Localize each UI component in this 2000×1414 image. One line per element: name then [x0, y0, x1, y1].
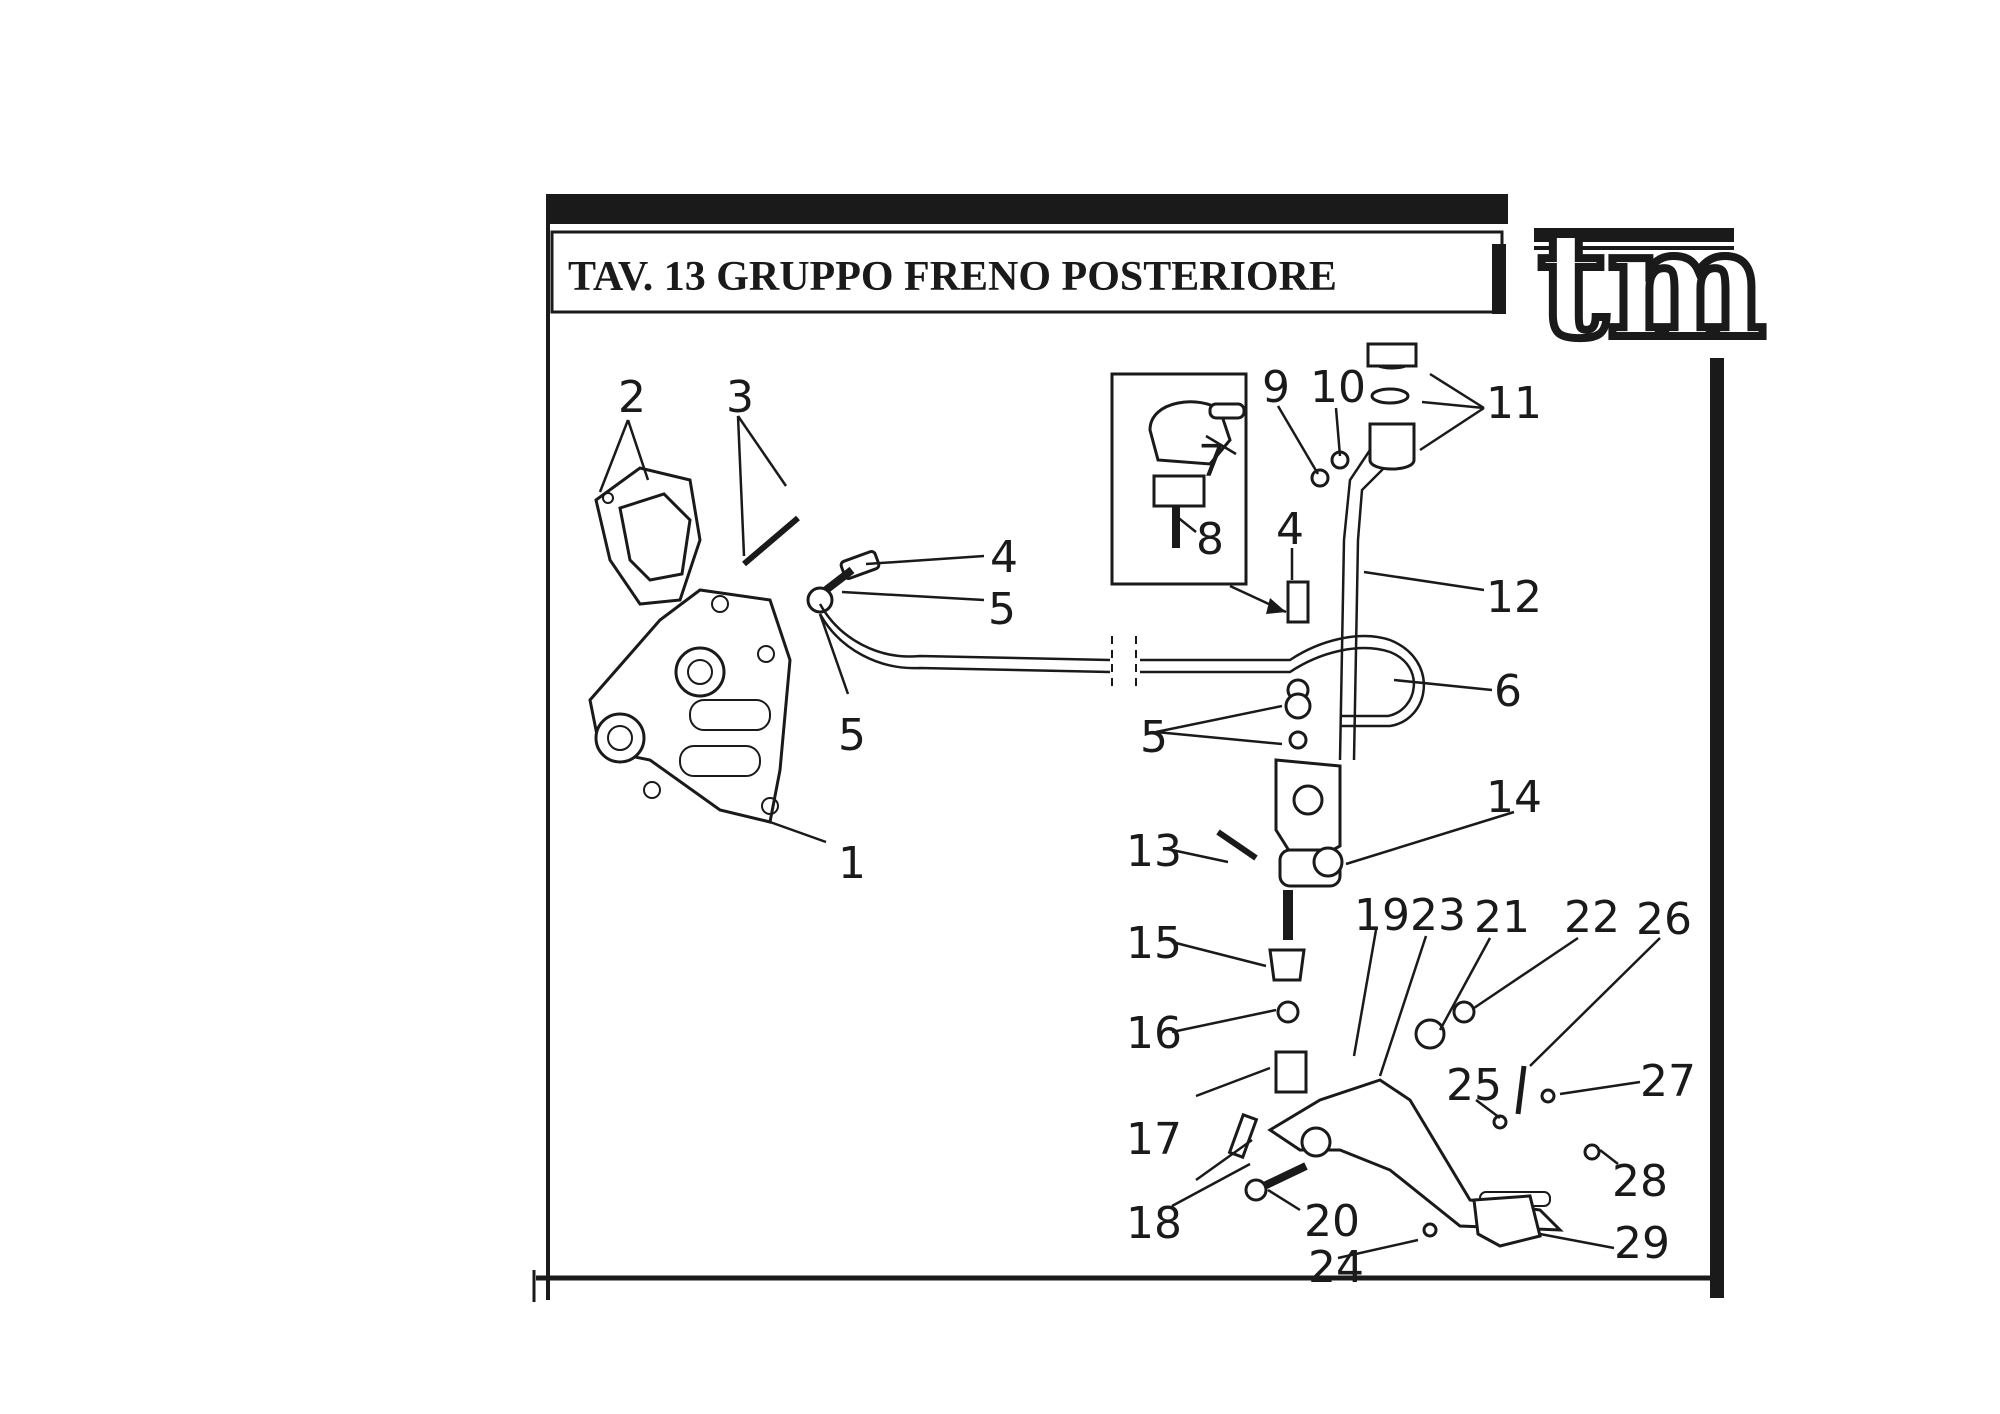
- callout-10: 10: [1310, 362, 1366, 413]
- callout-29: 29: [1614, 1218, 1670, 1269]
- callout-24: 24: [1308, 1242, 1364, 1293]
- callout-4-left: 4: [990, 532, 1018, 583]
- callout-26: 26: [1636, 894, 1692, 945]
- callout-12: 12: [1486, 572, 1542, 623]
- brake-caliper-part: [588, 588, 792, 824]
- callout-21: 21: [1474, 892, 1530, 943]
- callout-23: 23: [1410, 890, 1466, 941]
- tm-logo-text: tm: [1538, 196, 1766, 372]
- callout-27: 27: [1640, 1056, 1696, 1107]
- callout-19: 19: [1354, 890, 1410, 941]
- callout-11: 11: [1486, 378, 1542, 429]
- callout-13: 13: [1126, 826, 1182, 877]
- reservoir-part: [1310, 342, 1418, 761]
- brake-hose-part: [818, 603, 1426, 728]
- callout-2: 2: [618, 372, 646, 423]
- callout-25: 25: [1446, 1060, 1502, 1111]
- callout-8: 8: [1196, 514, 1224, 565]
- banjo-bolt-part: [806, 550, 881, 614]
- callout-14: 14: [1486, 772, 1542, 823]
- callout-16: 16: [1126, 1008, 1182, 1059]
- master-cylinder-part: [1216, 580, 1344, 1160]
- callout-7: 7: [1198, 436, 1226, 487]
- page-title: TAV. 13 GRUPPO FRENO POSTERIORE: [568, 254, 1337, 300]
- stop-switch-inset: [1110, 372, 1287, 614]
- callout-20: 20: [1304, 1196, 1360, 1247]
- brake-pedal-part: [1244, 1000, 1601, 1248]
- callout-labels: 1 2 3 4 5 5 4 5 6 7 8 9 10 11 12 13 14 1…: [618, 362, 1696, 1293]
- callout-17: 17: [1126, 1114, 1182, 1165]
- callout-18: 18: [1126, 1198, 1182, 1249]
- callout-1: 1: [838, 838, 866, 889]
- callout-5-right: 5: [1140, 712, 1168, 763]
- callout-5-upper: 5: [988, 584, 1016, 635]
- tm-logo: tm: [1534, 192, 1770, 376]
- brake-pads-part: [594, 466, 702, 606]
- callout-15: 15: [1126, 918, 1182, 969]
- diagram-border: [532, 194, 1724, 1302]
- callout-5-lower: 5: [838, 710, 866, 761]
- callout-28: 28: [1612, 1156, 1668, 1207]
- callout-4-right: 4: [1276, 504, 1304, 555]
- callout-3: 3: [726, 372, 754, 423]
- callout-6: 6: [1494, 666, 1522, 717]
- leader-lines: [598, 372, 1661, 1260]
- callout-9: 9: [1262, 362, 1290, 413]
- callout-22: 22: [1564, 892, 1620, 943]
- pin-part: [742, 515, 800, 567]
